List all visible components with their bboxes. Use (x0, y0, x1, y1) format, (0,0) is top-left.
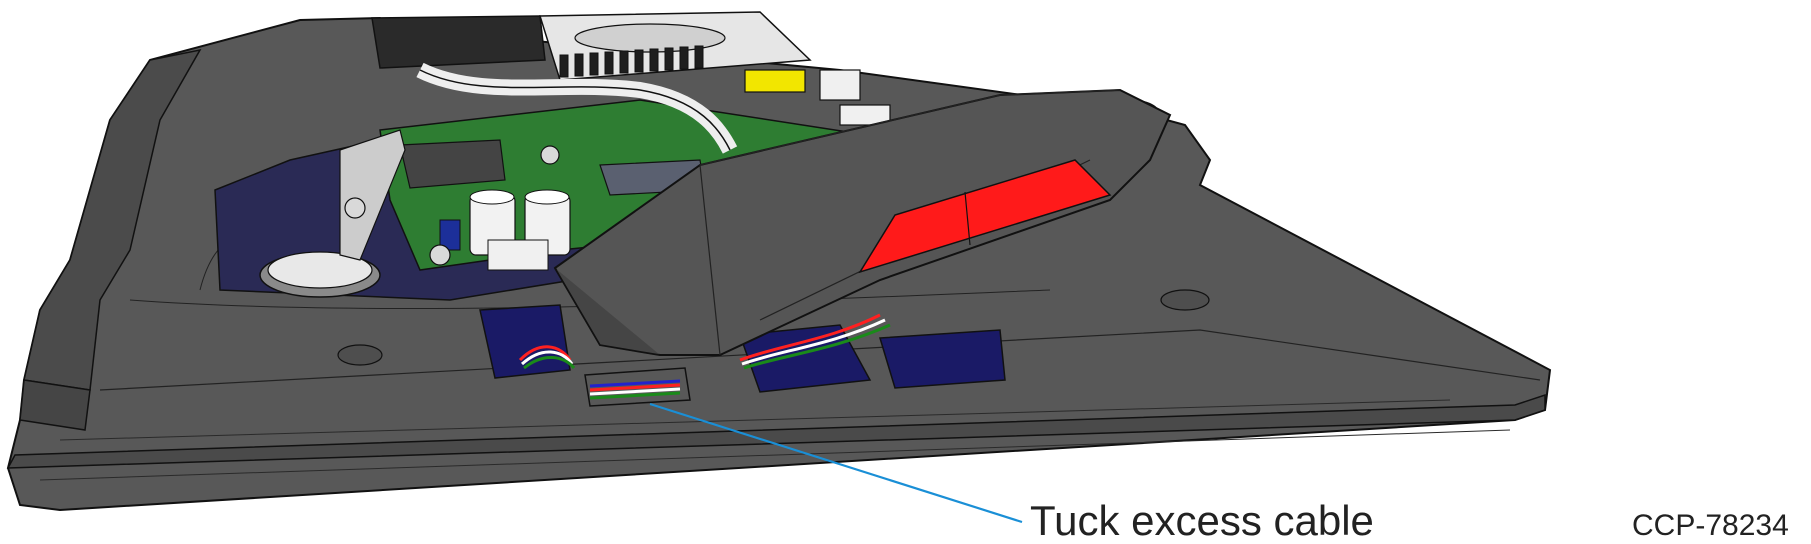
cable-bundle (518, 313, 891, 400)
red-indicator (858, 159, 1112, 274)
yellow-connector (744, 69, 806, 93)
heat-sink (371, 15, 546, 69)
chip (399, 139, 506, 189)
cover-lid (553, 88, 1172, 356)
figure-id: CCP-78234 (1632, 509, 1789, 542)
cable-bay (479, 304, 1006, 407)
callout-leader-line (649, 402, 1023, 524)
callout-label: Tuck excess cable (1030, 497, 1374, 544)
